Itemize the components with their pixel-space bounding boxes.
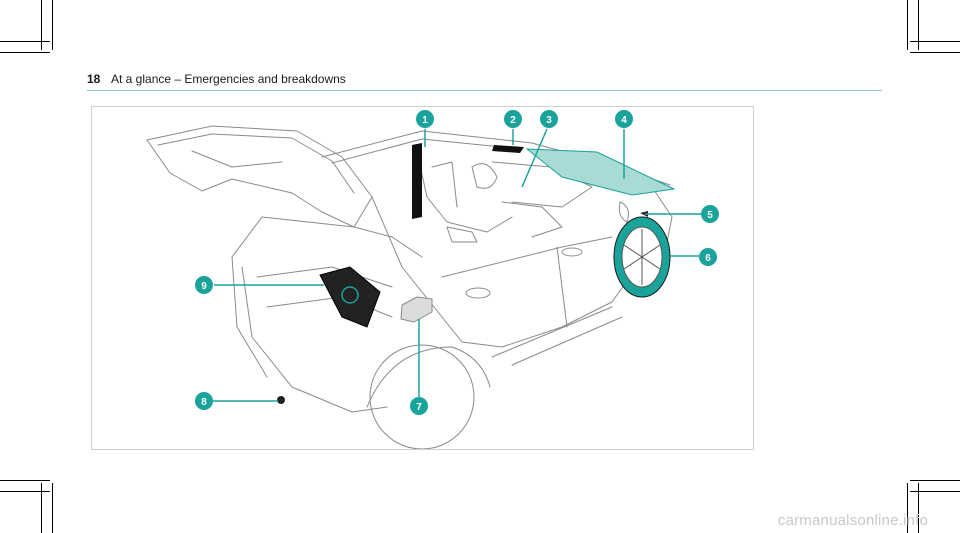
tailgate-inner-line bbox=[157, 133, 355, 194]
svg-text:8: 8 bbox=[201, 397, 207, 408]
callout-4: 4 bbox=[615, 110, 633, 128]
callout-1: 1 bbox=[416, 110, 434, 128]
pillar-highlight bbox=[412, 143, 422, 219]
vehicle-drawing: 1 2 3 4 5 6 7 8 bbox=[146, 110, 719, 449]
tailgate-outline bbox=[146, 125, 373, 228]
center-console bbox=[501, 201, 563, 238]
crop-mark bbox=[918, 483, 919, 533]
body-side-line bbox=[371, 196, 638, 348]
page-header: 18 At a glance – Emergencies and breakdo… bbox=[87, 72, 882, 91]
callout-7: 7 bbox=[410, 397, 428, 415]
svg-text:3: 3 bbox=[546, 115, 552, 126]
callout-2: 2 bbox=[504, 110, 522, 128]
door-line bbox=[441, 236, 613, 278]
steering-wheel bbox=[471, 163, 498, 189]
watermark: carmanualsonline.info bbox=[777, 512, 928, 529]
svg-text:4: 4 bbox=[621, 115, 627, 126]
tool-kit bbox=[319, 266, 381, 328]
page-number: 18 bbox=[87, 72, 101, 86]
svg-text:7: 7 bbox=[416, 402, 422, 413]
crop-mark bbox=[0, 480, 50, 481]
crop-mark bbox=[52, 0, 53, 50]
cargo-opening bbox=[231, 216, 423, 258]
header-title: At a glance – Emergencies and breakdowns bbox=[111, 72, 346, 86]
seat-back bbox=[431, 161, 458, 208]
sun-visor-highlight bbox=[492, 145, 524, 153]
rear-door-handle bbox=[465, 287, 491, 299]
crop-mark bbox=[0, 52, 50, 53]
rear-edge-line bbox=[231, 256, 268, 378]
crop-mark bbox=[0, 41, 50, 42]
sill-line-2 bbox=[511, 316, 623, 366]
crop-mark bbox=[907, 0, 908, 50]
crop-mark bbox=[910, 52, 960, 53]
crop-mark bbox=[910, 491, 960, 492]
crop-mark bbox=[0, 491, 50, 492]
rear-bumper-line bbox=[241, 266, 388, 413]
armrest bbox=[446, 226, 478, 243]
fuel-filler-flap bbox=[400, 296, 433, 323]
rear-wheel-arch bbox=[369, 344, 475, 449]
crop-mark bbox=[41, 483, 42, 533]
callout-9: 9 bbox=[195, 276, 213, 294]
front-tow-eye bbox=[640, 211, 648, 217]
svg-text:9: 9 bbox=[201, 281, 207, 292]
vehicle-illustration: 1 2 3 4 5 6 7 8 bbox=[91, 106, 754, 450]
front-door-handle bbox=[561, 247, 583, 257]
door-seam bbox=[556, 246, 568, 328]
rear-tow-eye bbox=[277, 396, 285, 404]
callout-6: 6 bbox=[699, 248, 717, 266]
seat-outline bbox=[416, 151, 513, 233]
svg-text:5: 5 bbox=[707, 210, 713, 221]
svg-text:2: 2 bbox=[510, 115, 516, 126]
crop-mark bbox=[41, 0, 42, 50]
rear-fender bbox=[366, 346, 491, 408]
callout-3: 3 bbox=[540, 110, 558, 128]
roof-inner-line bbox=[331, 138, 523, 164]
callout-5: 5 bbox=[701, 205, 719, 223]
crop-mark bbox=[918, 0, 919, 50]
crop-mark bbox=[910, 41, 960, 42]
cargo-floor-line bbox=[256, 266, 393, 288]
sill-line bbox=[491, 306, 613, 358]
headlight bbox=[618, 201, 629, 223]
crop-mark bbox=[907, 483, 908, 533]
svg-text:6: 6 bbox=[705, 253, 711, 264]
crop-mark bbox=[910, 480, 960, 481]
tailgate-glass bbox=[191, 150, 283, 168]
windscreen-highlight bbox=[525, 148, 676, 196]
callout-8: 8 bbox=[195, 392, 213, 410]
crop-mark bbox=[52, 483, 53, 533]
svg-text:1: 1 bbox=[422, 115, 428, 126]
front-wheel bbox=[613, 216, 671, 298]
